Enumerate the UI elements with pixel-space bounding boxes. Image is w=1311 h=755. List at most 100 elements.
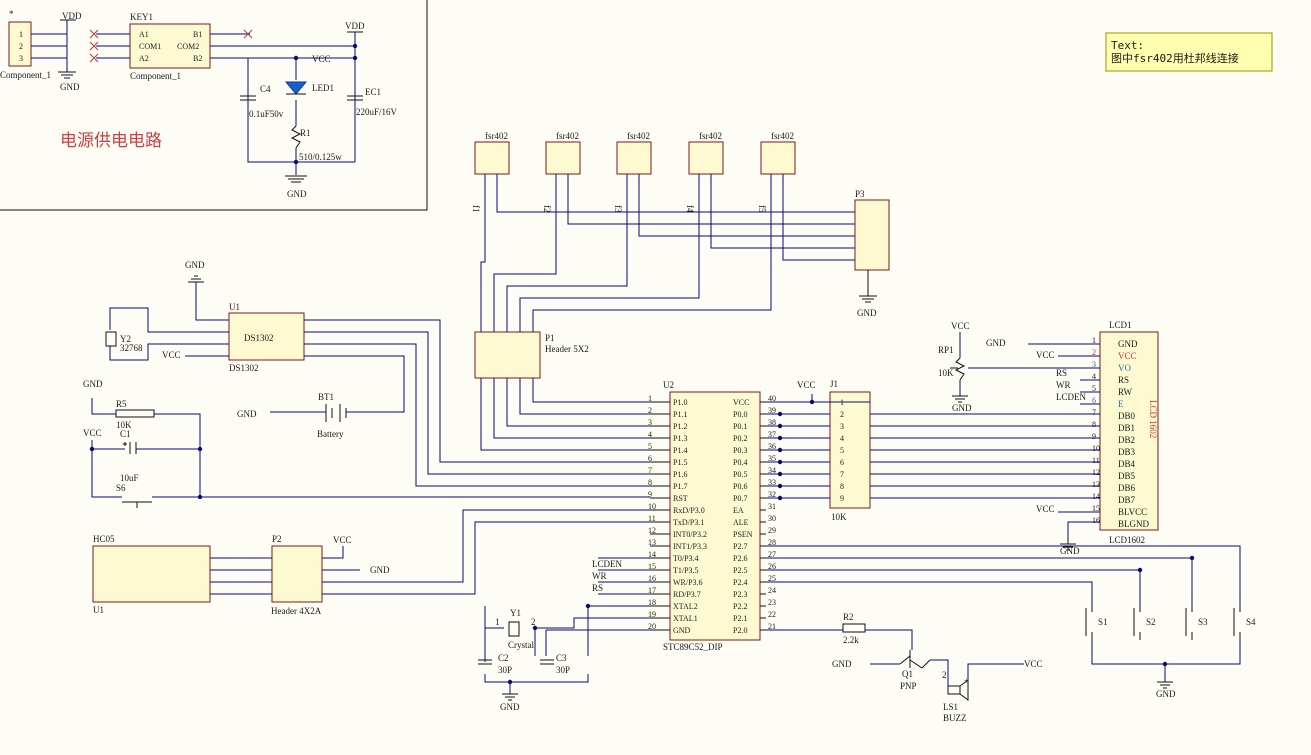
key-pin: COM2: [177, 42, 199, 51]
led-icon: [284, 81, 308, 95]
push-switch: [1085, 604, 1093, 640]
y1-pin1: 1: [495, 617, 500, 627]
mcu-pin-num: 18: [648, 598, 656, 607]
mcu-pin-num: 23: [768, 598, 776, 607]
mcu-pin-num: 8: [648, 478, 652, 487]
sensor-net: f3: [613, 205, 623, 213]
mcu-ref: U2: [663, 380, 674, 390]
lcd-ref: LCD1: [1109, 320, 1132, 330]
ls1-ref: LS1: [943, 702, 958, 712]
key-pin: COM1: [139, 42, 161, 51]
mcu-pin-name: P2.4: [733, 578, 747, 587]
sensor-net: f1: [471, 205, 481, 213]
j1-ref: J1: [830, 379, 838, 389]
mcu-pin-name: P0.0: [733, 410, 747, 419]
mcu-pin-name: RST: [673, 494, 688, 503]
lcd1602-module: [1099, 331, 1159, 531]
header-p3: [854, 199, 890, 271]
mcu-pin-num: 19: [648, 610, 656, 619]
mcu-pin-num: 1: [648, 394, 652, 403]
y1-name: Crystal: [508, 640, 534, 650]
j1-value: 10K: [831, 512, 847, 522]
mcu-pin-num: 15: [648, 562, 656, 571]
bt1-name: Battery: [317, 429, 344, 439]
rp1-value: 10K: [938, 368, 954, 378]
mcu-group: P1.01P1.12P1.23P1.34P1.45P1.56P1.67P1.78…: [648, 391, 776, 641]
transistor-q1: [899, 650, 931, 669]
junction-dot: [293, 159, 299, 165]
sensor-name: fsr402: [556, 131, 579, 141]
junction-dot: [197, 494, 203, 500]
ds1302-body: DS1302: [244, 333, 274, 343]
ds1302-name: DS1302: [229, 363, 259, 373]
sensor-to-p1-wire: [532, 260, 772, 332]
c2-value: 30P: [498, 665, 512, 675]
lcd-pin-num: 7: [1092, 408, 1096, 417]
c3-value: 30P: [556, 665, 570, 675]
c1-plates: [123, 442, 137, 454]
y1-ref: Y1: [510, 608, 521, 618]
mcu-pin-num: 11: [648, 514, 656, 523]
mcu-pin-name: P1.6: [673, 470, 687, 479]
junction-dots: [89, 43, 1195, 685]
sensor-net: f2: [542, 205, 552, 213]
sensor-wire: [698, 174, 855, 260]
gnd-label: GND: [83, 379, 103, 389]
lcd-pin-num: 14: [1092, 492, 1100, 501]
sensor-wire: [484, 174, 855, 260]
fsr402-sensor: [474, 141, 510, 175]
r2-value: 2.2k: [843, 635, 859, 645]
lcd-pin-name: E: [1118, 399, 1124, 409]
c2-ref: C2: [498, 653, 509, 663]
sensor-name: fsr402: [771, 131, 794, 141]
mcu-pin-name: EA: [733, 506, 744, 515]
ds1302-left-wires: [109, 282, 229, 361]
connector-ref: *: [9, 9, 14, 19]
lcd-pin-name: DB0: [1118, 411, 1136, 421]
net-wr: WR: [1056, 380, 1071, 390]
sensor-name: fsr402: [485, 131, 508, 141]
mcu-pin-name: WR/P3.6: [673, 578, 703, 587]
mcu-pin-name: TxD/P3.1: [673, 518, 704, 527]
gnd-label: GND: [952, 403, 972, 413]
lcd-pin-num: 10: [1092, 444, 1100, 453]
gnd-label: GND: [287, 189, 307, 199]
net-lcden: LCDEN: [592, 559, 622, 569]
lcd-pin-num: 8: [1092, 420, 1096, 429]
lcd-pin-num: 5: [1092, 384, 1096, 393]
buzzer-icon: [947, 679, 969, 701]
connector-wires: [31, 20, 68, 66]
c1-value: 10uF: [120, 473, 139, 483]
note-line1: Text:: [1111, 39, 1144, 52]
j1-pin: 7: [840, 470, 844, 479]
junction-dot: [352, 55, 358, 61]
mcu-pin-name: GND: [673, 626, 691, 635]
junction-dot: [507, 679, 513, 685]
gnd-label: GND: [370, 565, 390, 575]
power-section-frame: [0, 0, 428, 211]
lcd-pin-num: 2: [1092, 348, 1096, 357]
connector-pin: 3: [19, 54, 23, 63]
vcc-label: VCC: [951, 321, 970, 331]
resistor-r5: [115, 409, 155, 418]
gnd-symbols: [188, 270, 1173, 695]
fsr402-sensor: [545, 141, 581, 175]
mcu-chip: [669, 391, 761, 641]
mcu-pin-num: 38: [768, 418, 776, 427]
mcu-pin-name: RD/P3.7: [673, 590, 701, 599]
lcd-pin-name: VCC: [1118, 351, 1137, 361]
switch-ref: S1: [1098, 617, 1108, 627]
lcd-pin-num: 4: [1092, 372, 1096, 381]
lcd-control-wires: [959, 332, 1100, 538]
mcu-pin-num: 4: [648, 430, 652, 439]
p2-ref: P2: [272, 534, 282, 544]
mcu-pin-name: XTAL1: [673, 614, 698, 623]
junction-dot: [777, 459, 783, 465]
push-switch: [1233, 604, 1241, 640]
junction-dot: [777, 483, 783, 489]
cap-plates: [240, 95, 363, 183]
j1-pin: 6: [840, 458, 844, 467]
push-switch: [1185, 604, 1193, 640]
s6-button: [122, 501, 152, 508]
